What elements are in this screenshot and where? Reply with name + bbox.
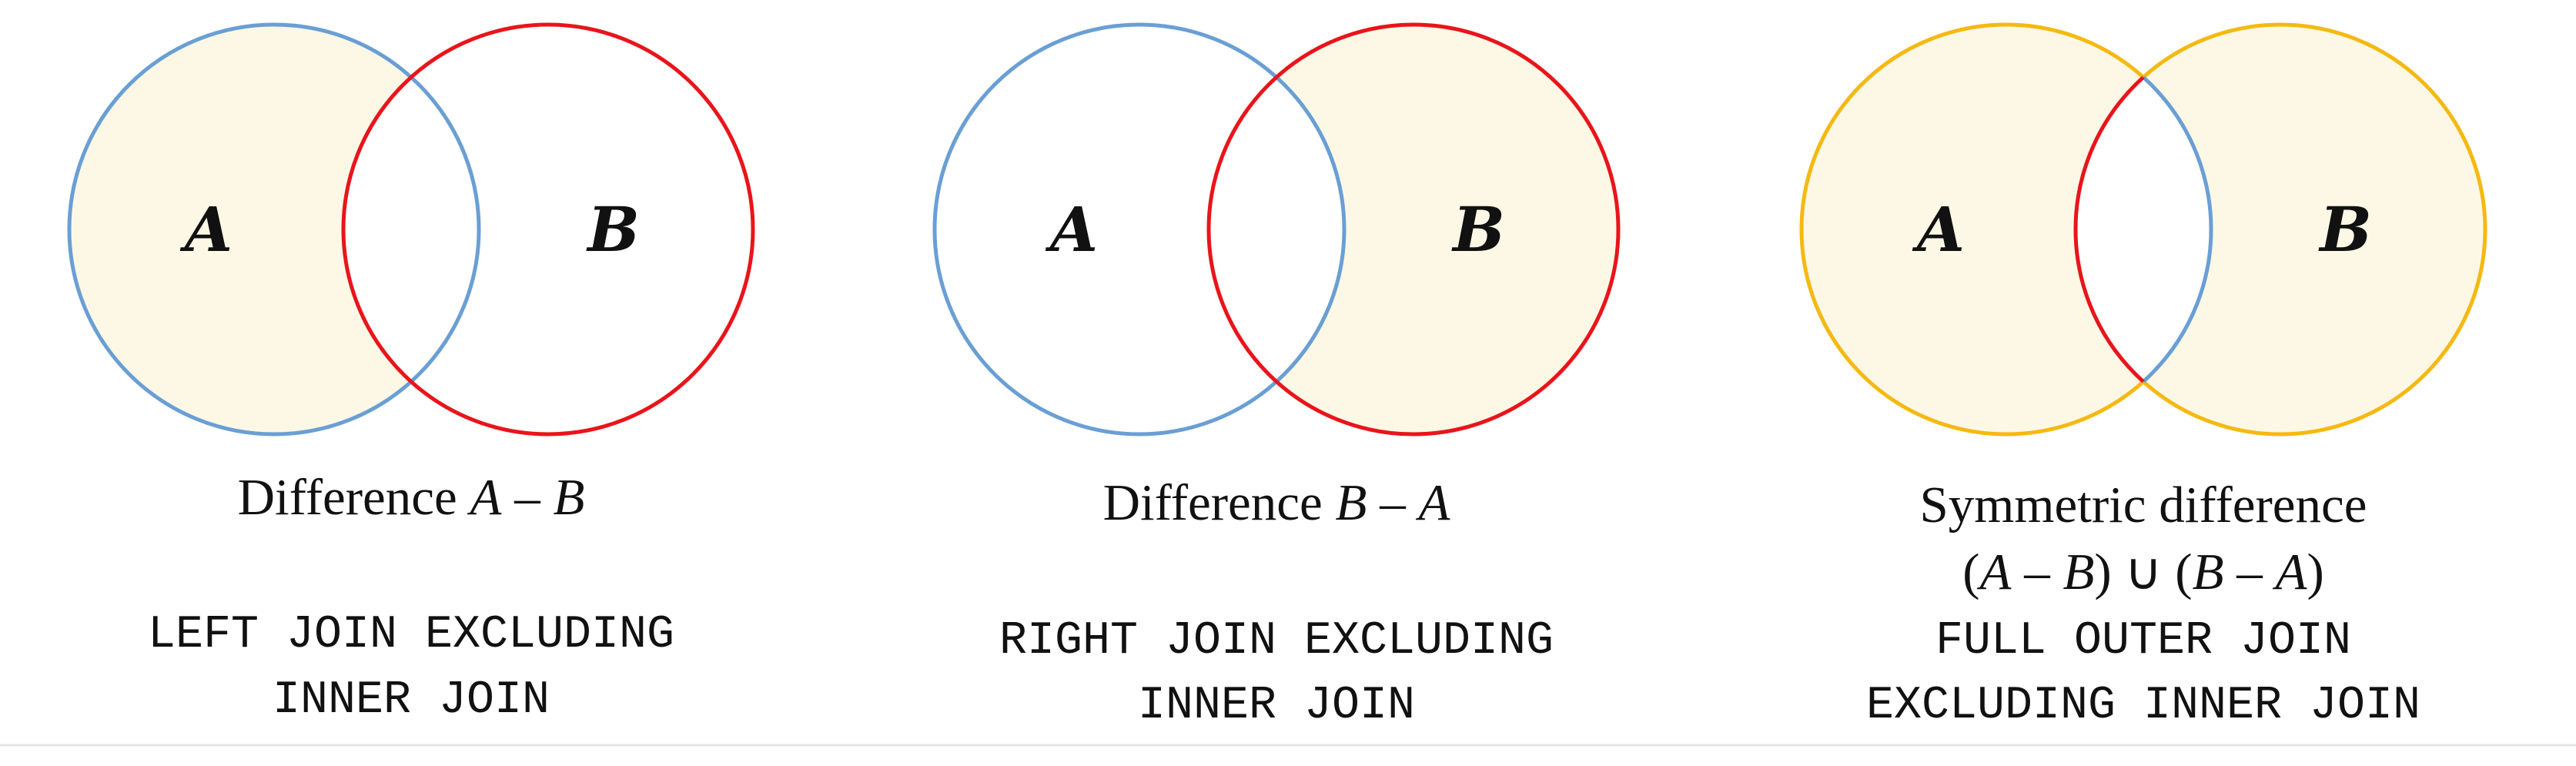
sql-label-line-1: RIGHT JOIN EXCLUDING <box>999 615 1554 667</box>
set-b-label: B <box>586 193 640 266</box>
set-a-circle <box>67 22 481 437</box>
set-b-circle <box>1206 22 1621 437</box>
set-b-inner-arc <box>2073 25 2211 434</box>
sql-label-line-2: INNER JOIN <box>273 674 550 727</box>
set-b-label: B <box>2318 193 2372 266</box>
set-a-circle <box>932 22 1347 437</box>
set-a-label: A <box>1045 193 1098 266</box>
caption: Difference A – B <box>238 469 585 526</box>
set-a-label: A <box>179 193 233 266</box>
caption: Symmetric difference <box>1919 477 2367 534</box>
caption-formula: (A – B) ∪ (B – A) <box>1962 544 2324 600</box>
b-only-region <box>1209 25 1618 434</box>
sql-label-line-2: EXCLUDING INNER JOIN <box>1866 680 2420 732</box>
sql-label-line-2: INNER JOIN <box>1138 680 1415 732</box>
b-only-region <box>2076 25 2485 434</box>
set-a-label: A <box>1912 193 1965 266</box>
panel-sym-diff: A B Symmetric difference (A – B) ∪ (B – A) F… <box>1799 22 2487 732</box>
caption: Difference B – A <box>1103 474 1451 531</box>
panel-diff-a-b: A B Difference A – B LEFT JOIN EXCLUDING INN… <box>67 22 755 727</box>
sql-label-line-1: LEFT JOIN EXCLUDING <box>148 609 674 661</box>
panel-diff-b-a: A B Difference B – A RIGHT JOIN EXCLUDING IN… <box>932 22 1621 732</box>
a-only-region <box>69 25 479 434</box>
set-a-inner-arc <box>2076 25 2213 434</box>
set-b-circle <box>341 22 755 437</box>
set-b-label: B <box>1451 193 1505 266</box>
sql-label-line-1: FULL OUTER JOIN <box>1935 615 2351 667</box>
